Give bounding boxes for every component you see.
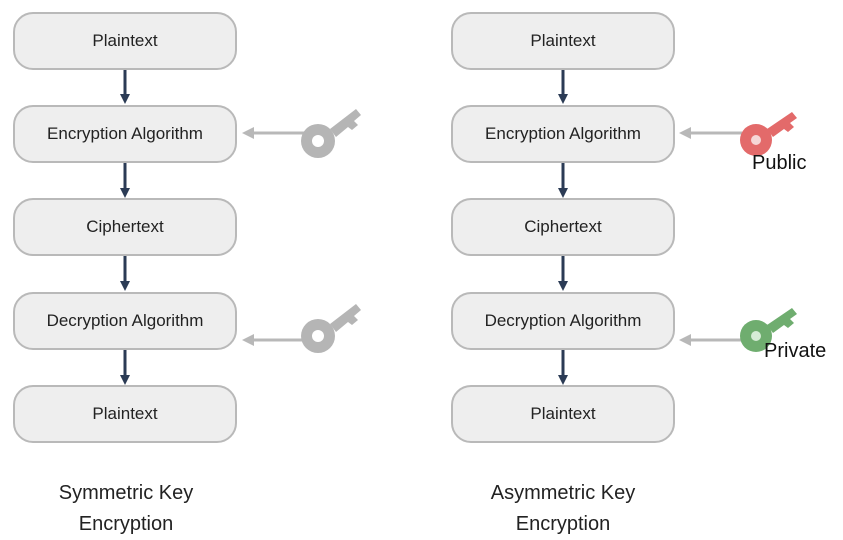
box-label: Plaintext: [92, 31, 158, 50]
box-label: Encryption Algorithm: [485, 124, 641, 143]
box-label: Plaintext: [92, 404, 158, 423]
symmetric-caption-line2: Encryption: [78, 513, 174, 535]
asymmetric-plaintext-box: Plaintext: [451, 12, 675, 70]
asymmetric-decryption-algorithm-box: Decryption Algorithm: [451, 292, 675, 350]
private-key-icon: [740, 308, 797, 352]
symmetric-encryption-algorithm-box: Encryption Algorithm: [13, 105, 237, 163]
symmetric-ciphertext-box: Ciphertext: [13, 198, 237, 256]
box-label: Encryption Algorithm: [47, 124, 203, 143]
asymmetric-plaintext-output-box: Plaintext: [451, 385, 675, 443]
box-label: Decryption Algorithm: [46, 311, 204, 330]
asymmetric-caption: Asymmetric Key Encryption: [443, 478, 683, 540]
symmetric-plaintext-box: Plaintext: [13, 12, 237, 70]
box-label: Decryption Algorithm: [484, 311, 642, 330]
box-label: Ciphertext: [86, 217, 164, 236]
asymmetric-ciphertext-box: Ciphertext: [451, 198, 675, 256]
symmetric-caption: Symmetric Key Encryption: [6, 478, 246, 540]
public-key-label: Public: [752, 152, 807, 174]
symmetric-decryption-key-icon: [301, 304, 361, 353]
box-label: Plaintext: [530, 31, 596, 50]
private-key-label: Private: [764, 340, 827, 362]
box-label: Ciphertext: [524, 217, 602, 236]
key-arrows: [242, 127, 742, 346]
symmetric-decryption-algorithm-box: Decryption Algorithm: [13, 292, 237, 350]
public-key-icon: [740, 112, 797, 156]
asymmetric-caption-line1: Asymmetric Key: [490, 482, 636, 504]
symmetric-encryption-key-icon: [301, 109, 361, 158]
asymmetric-encryption-algorithm-box: Encryption Algorithm: [451, 105, 675, 163]
asymmetric-caption-line2: Encryption: [515, 513, 611, 535]
symmetric-caption-line1: Symmetric Key: [58, 482, 194, 504]
symmetric-plaintext-output-box: Plaintext: [13, 385, 237, 443]
box-label: Plaintext: [530, 404, 596, 423]
